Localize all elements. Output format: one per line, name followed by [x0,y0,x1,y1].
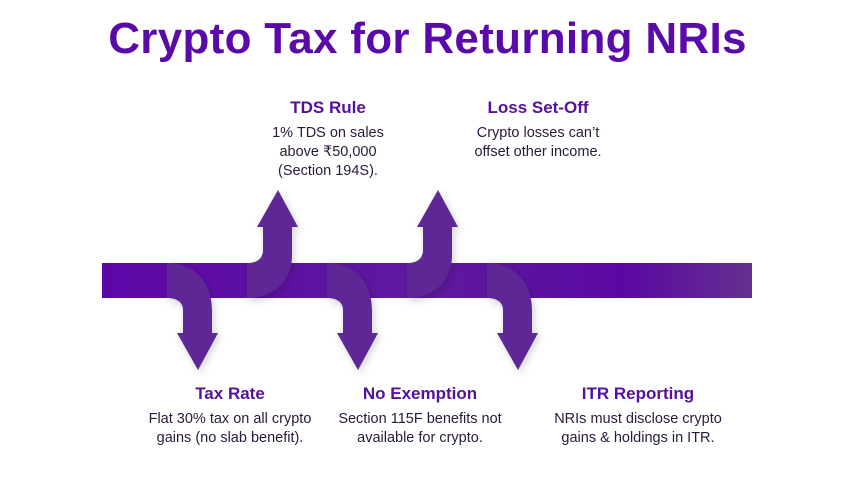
card-text: Crypto losses can’t offset other income. [474,125,602,160]
arrow-down-itr-reporting [487,263,538,370]
card-tax-rate: Tax Rate Flat 30% tax on all crypto gain… [130,384,330,448]
card-itr-reporting: ITR Reporting NRIs must disclose crypto … [538,384,738,448]
arrow-down-tax-rate [167,263,218,370]
card-heading: ITR Reporting [581,384,695,403]
card-text: 1% TDS on sales above ₹50,000 (Section 1… [272,125,384,179]
card-heading: Loss Set-Off [487,98,589,117]
arrow-up-loss-set-off [407,190,458,298]
page-title: Crypto Tax for Returning NRIs [108,14,747,63]
card-tds-rule: TDS Rule 1% TDS on sales above ₹50,000 (… [228,98,428,181]
card-text: Section 115F benefits not available for … [338,411,502,446]
arrow-up-tds-rule [247,190,298,298]
card-text: NRIs must disclose crypto gains & holdin… [554,411,722,446]
card-heading: Tax Rate [195,384,265,403]
card-no-exemption: No Exemption Section 115F benefits not a… [320,384,520,448]
card-heading: TDS Rule [290,98,366,117]
arrow-down-no-exemption [327,263,378,370]
card-text: Flat 30% tax on all crypto gains (no sla… [148,411,312,446]
card-heading: No Exemption [362,384,478,403]
card-loss-set-off: Loss Set-Off Crypto losses can’t offset … [438,98,638,162]
